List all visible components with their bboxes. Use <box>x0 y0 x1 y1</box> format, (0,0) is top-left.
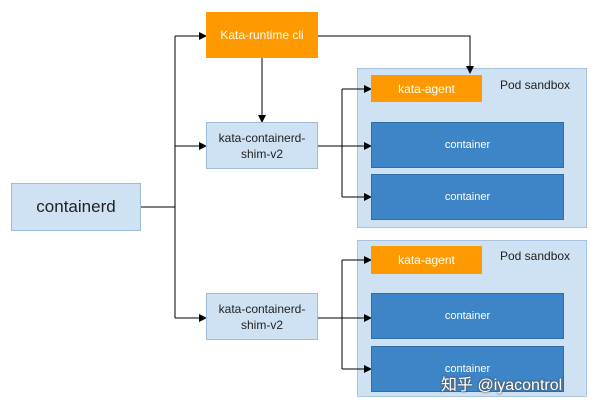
container-node: container <box>371 122 564 168</box>
watermark: 知乎 @iyacontrol <box>441 377 563 394</box>
kata-agent-node: kata-agent <box>371 75 482 102</box>
runtime-cli-node: Kata-runtime cli <box>206 12 318 58</box>
shim-bottom-node: kata-containerd- shim-v2 <box>206 293 318 340</box>
kata-agent-node: kata-agent <box>371 246 482 274</box>
container-node: container <box>371 293 564 339</box>
edge-cli-to-agent <box>318 35 474 74</box>
pod-sandbox-title: Pod sandbox <box>500 249 571 263</box>
shim-top-node: kata-containerd- shim-v2 <box>206 122 318 169</box>
pod-sandbox-title: Pod sandbox <box>500 78 571 92</box>
containerd-node: containerd <box>11 183 141 231</box>
container-node: container <box>371 174 564 220</box>
container-node: container <box>371 346 564 392</box>
